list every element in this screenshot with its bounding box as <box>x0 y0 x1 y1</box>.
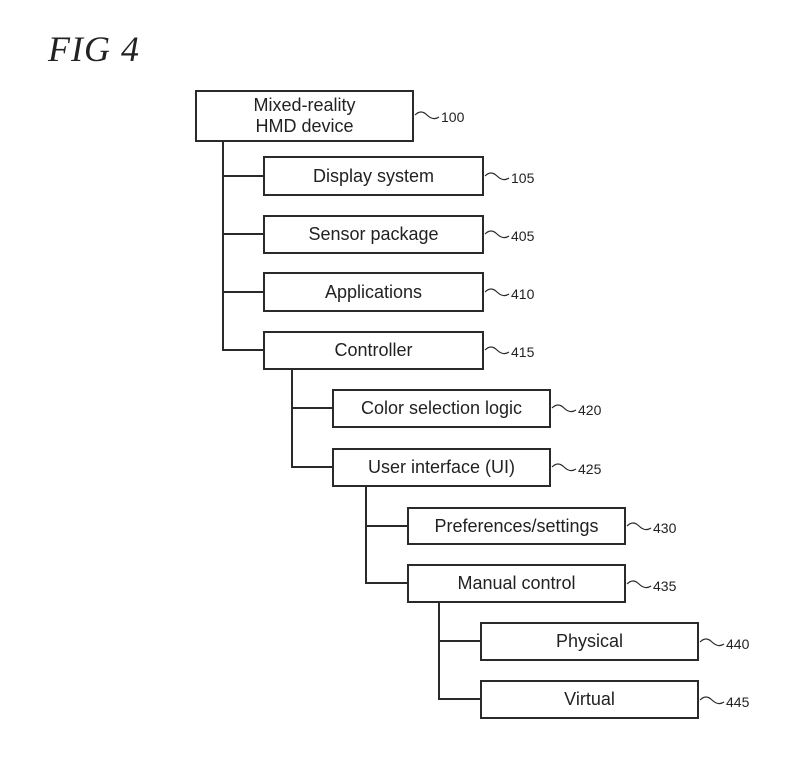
node-label: Display system <box>312 165 435 186</box>
node-label: Physical <box>555 631 624 651</box>
leader-squiggle-icon <box>626 522 652 531</box>
leader-squiggle-icon <box>484 172 510 181</box>
ref-number: 440 <box>726 636 750 652</box>
ref-number: 415 <box>511 344 535 360</box>
node-physical: Physical <box>480 622 699 661</box>
trunk-425 <box>365 486 407 584</box>
node-mixed-reality-hmd-device: Mixed-reality HMD device <box>195 90 414 142</box>
trunk-415 <box>291 369 332 468</box>
trunk-100 <box>222 141 263 351</box>
node-controller: Controller <box>263 331 484 370</box>
node-virtual: Virtual <box>480 680 699 719</box>
node-label: Manual control <box>457 573 576 593</box>
ref-number: 445 <box>726 694 750 710</box>
node-label-line2: HMD device <box>255 116 354 136</box>
ref-number: 105 <box>511 170 535 186</box>
node-label: Virtual <box>564 689 615 709</box>
leader-squiggle-icon <box>699 696 725 705</box>
trunk-435 <box>438 602 480 700</box>
ref-number: 425 <box>578 461 602 477</box>
leader-squiggle-icon <box>484 288 510 297</box>
leader-squiggle-icon <box>414 111 440 120</box>
leader-squiggle-icon <box>699 638 725 647</box>
ref-number: 410 <box>511 286 535 302</box>
node-manual-control: Manual control <box>407 564 626 603</box>
node-applications: Applications <box>263 272 484 312</box>
node-display-system: Display system <box>263 156 484 196</box>
node-preferences-settings: Preferences/settings <box>407 507 626 545</box>
node-label: Controller <box>334 340 413 360</box>
ref-number: 435 <box>653 578 677 594</box>
leader-squiggle-icon <box>484 346 510 355</box>
ref-number: 430 <box>653 520 677 536</box>
leader-squiggle-icon <box>626 580 652 589</box>
node-label: User interface (UI) <box>367 457 516 477</box>
node-label: Color selection logic <box>360 398 523 418</box>
ref-number: 405 <box>511 228 535 244</box>
leader-squiggle-icon <box>551 404 577 413</box>
leader-squiggle-icon <box>484 230 510 239</box>
figure-title: FIG 4 <box>48 29 140 69</box>
ref-number: 420 <box>578 402 602 418</box>
node-color-selection-logic: Color selection logic <box>332 389 551 428</box>
node-label: Sensor package <box>308 224 439 244</box>
node-label: Preferences/settings <box>434 515 599 536</box>
leader-squiggle-icon <box>551 463 577 472</box>
ref-number: 100 <box>441 109 465 125</box>
node-user-interface: User interface (UI) <box>332 448 551 487</box>
node-label-line1: Mixed-reality <box>253 95 356 115</box>
node-label: Applications <box>324 281 423 302</box>
node-sensor-package: Sensor package <box>263 215 484 254</box>
